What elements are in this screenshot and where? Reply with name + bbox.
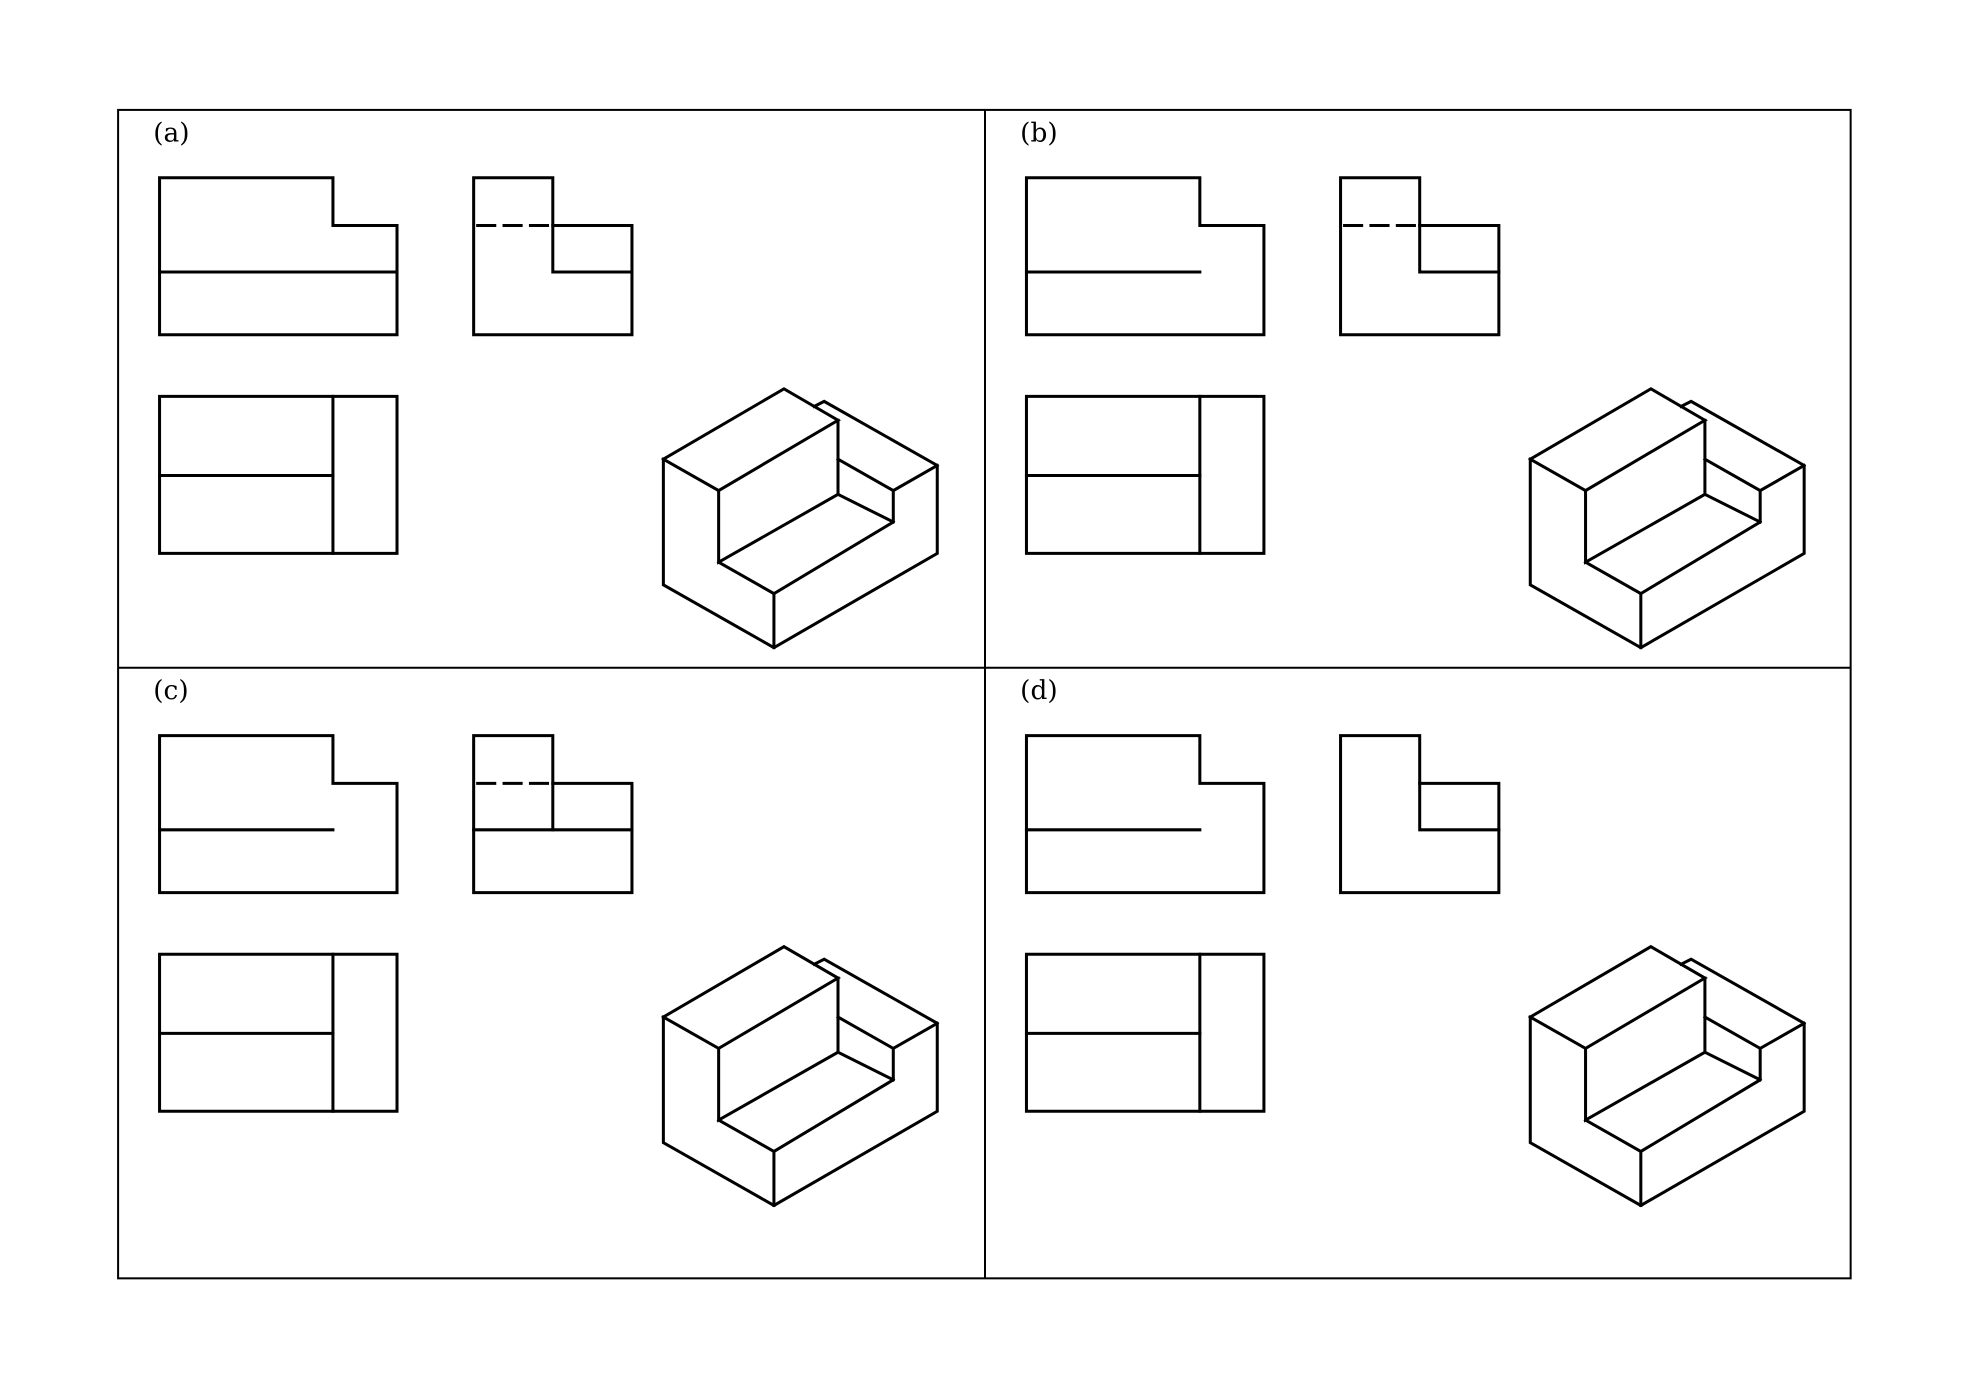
iso-edge-4 bbox=[716, 489, 895, 596]
top-outline bbox=[158, 394, 399, 555]
top-view bbox=[158, 952, 399, 1113]
top-outline bbox=[158, 952, 399, 1113]
iso-edge-1 bbox=[661, 957, 939, 1208]
iso-edge-4 bbox=[716, 1046, 895, 1154]
iso-edge-5 bbox=[1702, 1050, 1763, 1082]
iso-edge-0 bbox=[1528, 944, 1708, 1051]
front-view bbox=[158, 176, 399, 337]
front-outline bbox=[1024, 176, 1266, 337]
side-outline bbox=[472, 734, 634, 895]
side-outline bbox=[1339, 734, 1501, 895]
iso-edge-4 bbox=[1583, 489, 1762, 596]
panel-label: (a) bbox=[153, 118, 189, 148]
iso-edge-3 bbox=[1702, 1014, 1807, 1051]
iso-edge-1 bbox=[1528, 957, 1806, 1208]
side-view bbox=[472, 734, 634, 895]
front-view bbox=[1024, 734, 1266, 895]
iso-edge-2 bbox=[717, 976, 840, 1123]
panel-label: (b) bbox=[1020, 118, 1057, 148]
iso-edge-2 bbox=[1584, 418, 1707, 565]
iso-edge-0 bbox=[661, 387, 841, 493]
panel-a: (a) bbox=[153, 118, 940, 650]
side-outline bbox=[1339, 176, 1501, 337]
side-step-line bbox=[1418, 223, 1501, 274]
panel-c: (c) bbox=[153, 676, 940, 1208]
top-outline bbox=[1024, 394, 1266, 555]
panel-label: (d) bbox=[1020, 676, 1057, 706]
iso-edge-2 bbox=[1584, 976, 1707, 1123]
top-view bbox=[1024, 952, 1266, 1113]
isometric-view bbox=[1528, 944, 1807, 1208]
front-outline bbox=[158, 734, 399, 895]
front-outline bbox=[1024, 734, 1266, 895]
iso-edge-1 bbox=[661, 399, 939, 650]
iso-edge-0 bbox=[661, 944, 841, 1051]
side-view bbox=[1339, 176, 1501, 337]
iso-edge-3 bbox=[835, 457, 940, 493]
isometric-view bbox=[661, 387, 940, 650]
panel-label: (c) bbox=[153, 676, 188, 706]
isometric-view bbox=[661, 944, 940, 1208]
iso-edge-4 bbox=[1583, 1046, 1762, 1154]
side-step-line bbox=[1418, 781, 1501, 832]
top-view bbox=[1024, 394, 1266, 555]
iso-edge-2 bbox=[717, 418, 840, 565]
iso-edge-1 bbox=[1528, 399, 1806, 650]
iso-edge-3 bbox=[1702, 457, 1807, 493]
isometric-view bbox=[1528, 387, 1807, 650]
iso-edge-3 bbox=[835, 1014, 940, 1051]
top-view bbox=[158, 394, 399, 555]
iso-edge-0 bbox=[1528, 387, 1708, 493]
front-outline bbox=[158, 176, 399, 337]
iso-edge-5 bbox=[1702, 492, 1763, 525]
side-outline bbox=[472, 176, 634, 337]
top-outline bbox=[1024, 952, 1266, 1113]
front-view bbox=[158, 734, 399, 895]
side-step-line bbox=[551, 223, 634, 274]
panel-b: (b) bbox=[1020, 118, 1807, 650]
front-view bbox=[1024, 176, 1266, 337]
iso-edge-5 bbox=[835, 492, 896, 525]
side-view bbox=[472, 176, 634, 337]
panel-d: (d) bbox=[1020, 676, 1807, 1208]
iso-edge-5 bbox=[835, 1050, 896, 1082]
side-view bbox=[1339, 734, 1501, 895]
